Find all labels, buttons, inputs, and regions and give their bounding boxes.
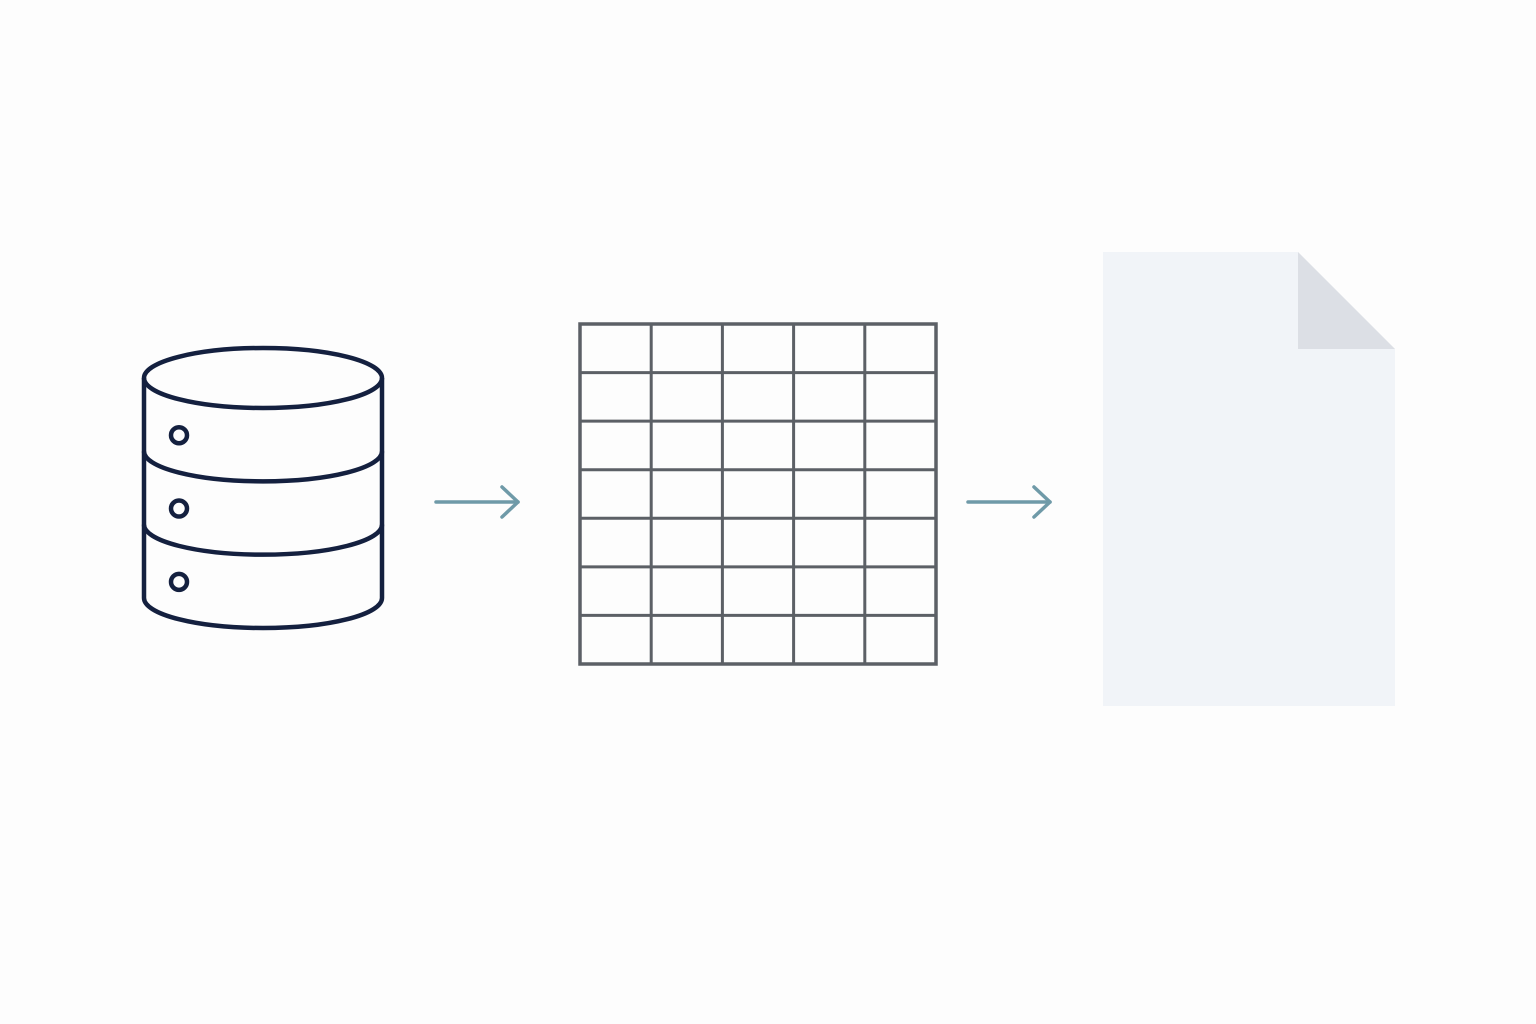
grid-border: [578, 322, 938, 666]
database-top: [141, 345, 385, 411]
arrow-right-icon: [432, 482, 526, 522]
arrow-right-icon-graphic: [434, 485, 520, 519]
arrow-head: [1032, 485, 1052, 519]
arrow-right-icon: [964, 482, 1058, 522]
database-disk-divider: [141, 451, 385, 484]
arrow-right-icon-graphic: [966, 485, 1052, 519]
document-folded-corner: [1298, 252, 1395, 349]
database-bottom-edge: [141, 597, 385, 631]
arrow-head: [500, 485, 520, 519]
blank-document-icon: [1100, 250, 1398, 710]
database-icon: [138, 343, 388, 633]
database-indicator-dot: [168, 571, 190, 593]
database-icon-graphic: [141, 345, 385, 631]
blank-document-icon-graphic: [1103, 252, 1395, 706]
table-grid-icon: [576, 320, 940, 668]
database-disk-divider: [141, 524, 385, 557]
database-indicator-dot: [168, 498, 190, 519]
document-page: [1103, 252, 1395, 706]
table-grid-icon-graphic: [578, 322, 938, 666]
database-indicator-dot: [168, 424, 190, 446]
